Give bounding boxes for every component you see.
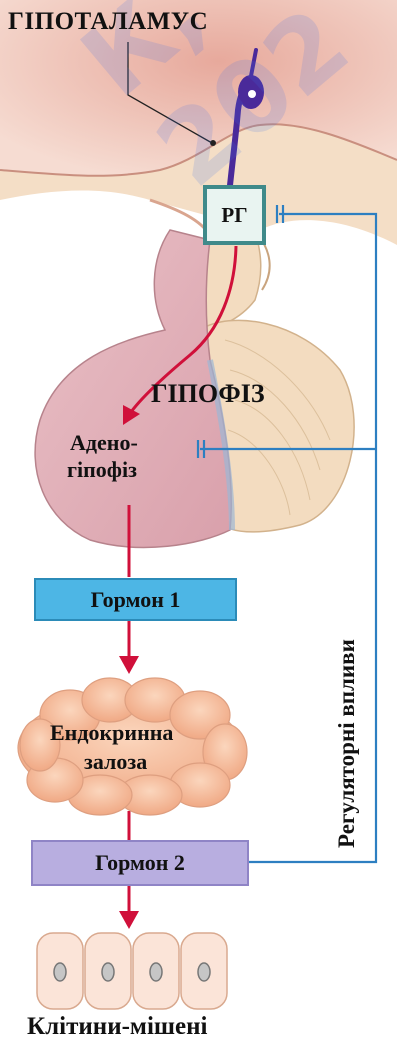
cell-nucleus: [150, 963, 162, 981]
hormone1-box: Гормон 1: [34, 578, 237, 621]
hypothalamus-pointer-dot: [210, 140, 216, 146]
rg-box: РГ: [203, 185, 266, 245]
pituitary-label: ГІПОФІЗ: [151, 379, 265, 409]
hormone2-box: Гормон 2: [31, 840, 249, 886]
endocrine-gland: [18, 678, 247, 815]
target-cells: [37, 933, 227, 1009]
cell-nucleus: [198, 963, 210, 981]
regulatory-influences-label: Регуляторні впливи: [334, 639, 360, 848]
endocrine-gland-label-2: залоза: [84, 749, 147, 775]
endocrine-gland-label-1: Ендокринна: [50, 720, 173, 746]
cell-nucleus: [102, 963, 114, 981]
cell-nucleus: [54, 963, 66, 981]
adenohypophysis-label-1: Адено-: [70, 430, 138, 456]
target-cells-label: Клітини-мішені: [27, 1013, 207, 1041]
hypothalamus-area: [0, 0, 397, 245]
adenohypophysis-label-2: гіпофіз: [67, 457, 137, 483]
hypothalamus-label: ГІПОТАЛАМУС: [8, 8, 208, 36]
